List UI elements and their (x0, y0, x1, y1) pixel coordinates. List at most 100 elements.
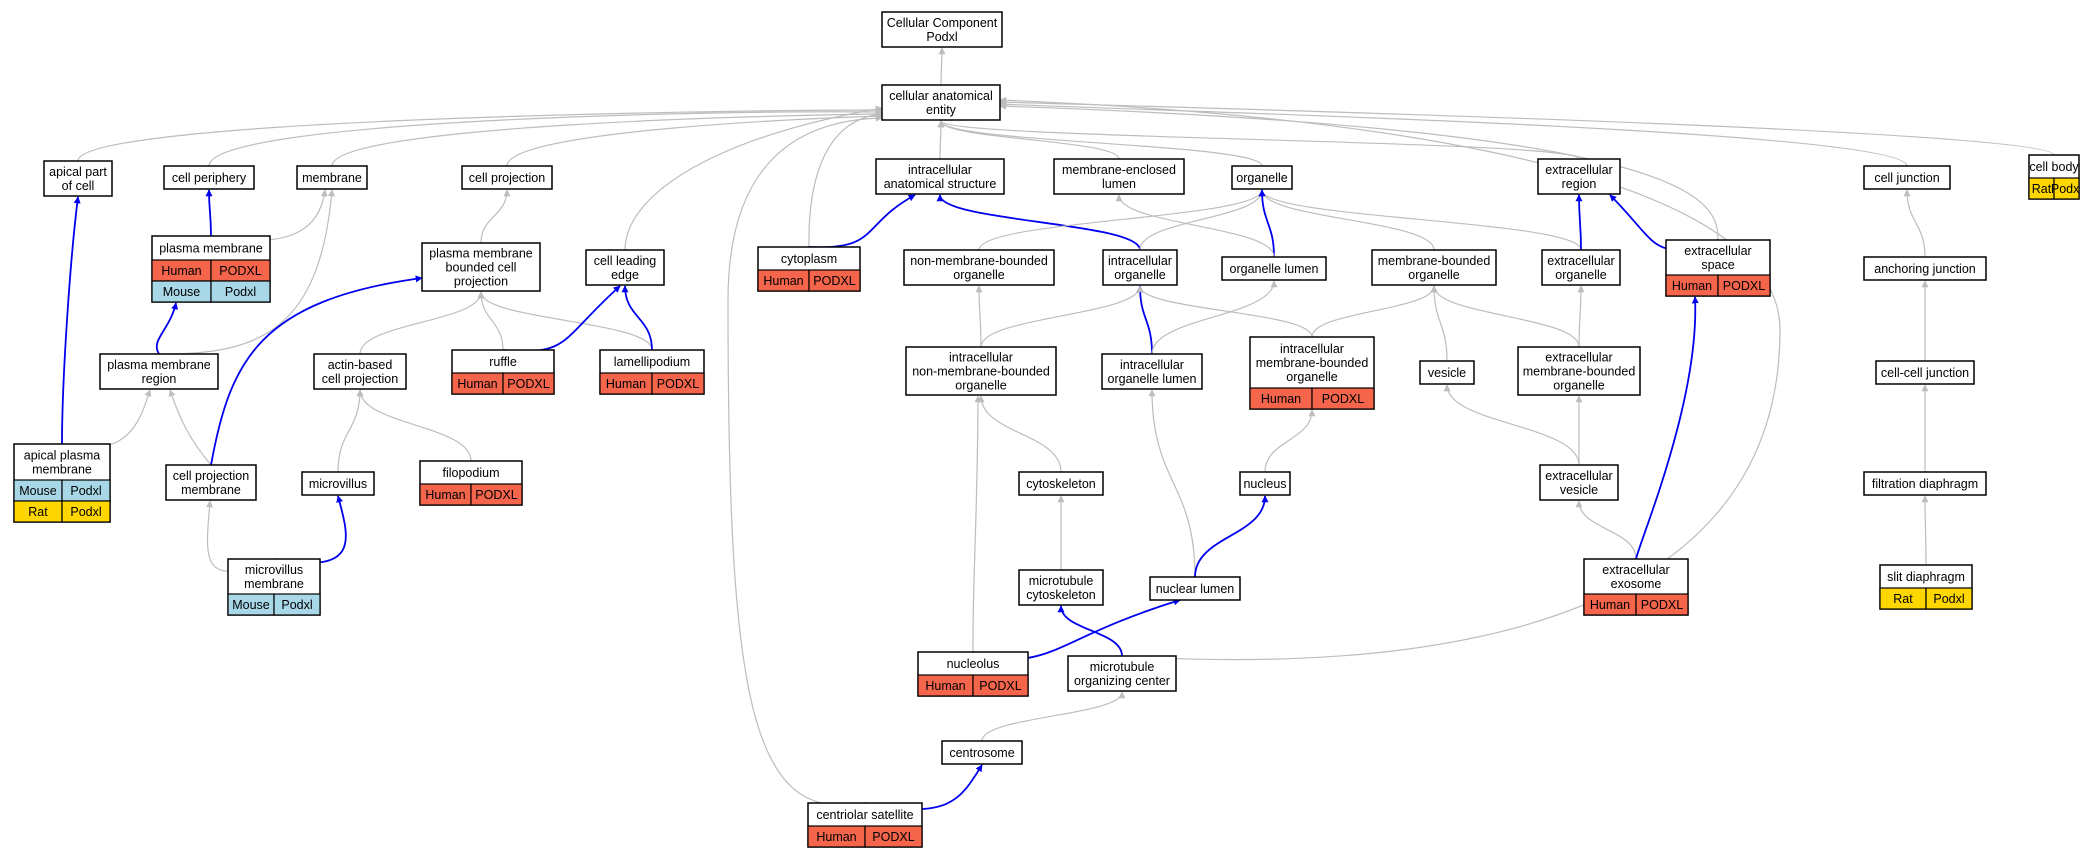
node-label: of cell (62, 179, 95, 193)
node-cytoskeleton[interactable]: cytoskeleton (1018, 471, 1104, 496)
node-box (1053, 158, 1185, 195)
node-box (1018, 471, 1104, 496)
node-anchoring-junction[interactable]: anchoring junction (1863, 256, 1987, 281)
node-box (1537, 158, 1621, 195)
edge-mtoc-to-mt-cytoskeleton (1057, 605, 1123, 657)
gray-edge (208, 108, 883, 167)
blue-edge (1136, 285, 1153, 355)
gray-edge (1921, 495, 1929, 566)
gray-edge (977, 395, 1062, 473)
node-label: non-membrane-bounded (910, 254, 1048, 268)
node-cell-cell-junction[interactable]: cell-cell junction (1875, 360, 1975, 385)
node-microvillus[interactable]: microvillus (301, 471, 375, 496)
node-ic-nmbo[interactable]: intracellularnon-membrane-boundedorganel… (905, 346, 1057, 396)
node-label: region (1562, 177, 1597, 191)
edge-organelle-lumen-to-organelle (1258, 189, 1275, 258)
edge-membrane-to-cae (331, 110, 883, 167)
gene-cell (1311, 387, 1375, 410)
node-organelle-lumen[interactable]: organelle lumen (1221, 256, 1327, 281)
blue-edge (1057, 605, 1123, 657)
node-ic-mbo[interactable]: intracellularmembrane-boundedorganelleHu… (1249, 336, 1375, 410)
node-label: cell junction (1874, 171, 1939, 185)
node-label: cytoskeleton (1026, 477, 1096, 491)
edge-actin-proj-to-pmbcp (359, 291, 485, 355)
node-nucleus[interactable]: nucleus (1239, 471, 1291, 496)
node-label: cell-cell junction (1881, 366, 1969, 380)
gray-edge (506, 112, 883, 167)
blue-edge (1258, 189, 1275, 258)
gray-edge (980, 285, 1144, 348)
gray-edge (77, 106, 883, 162)
node-box (1863, 471, 1987, 496)
node-label: exosome (1611, 577, 1662, 591)
node-cell-junction[interactable]: cell junction (1863, 165, 1951, 190)
edge-ec-mbo-to-mbo (1430, 285, 1580, 348)
edge-ic-organelle-lumen-to-organelle-lumen (1151, 280, 1278, 355)
node-cell-periphery[interactable]: cell periphery (163, 165, 255, 190)
node-cell-projection[interactable]: cell projection (461, 165, 553, 190)
node-label: extracellular (1602, 563, 1669, 577)
node-label: actin-based (328, 358, 393, 372)
node-label: non-membrane-bounded (912, 365, 1050, 379)
edge-ic-organelle-lumen-to-ic-organelle (1136, 285, 1153, 355)
node-label: anchoring junction (1874, 262, 1976, 276)
node-membrane[interactable]: membrane (296, 165, 368, 190)
node-organelle[interactable]: organelle (1231, 165, 1293, 190)
gray-edge (61, 389, 152, 449)
node-vesicle[interactable]: vesicle (1419, 360, 1475, 385)
edge-centriolar-satellite-to-cae (727, 114, 883, 807)
node-label: membrane-bounded (1256, 356, 1369, 370)
edge-cell-junction-to-cae (999, 100, 1908, 167)
node-box (99, 353, 219, 390)
node-centrosome[interactable]: centrosome (941, 740, 1023, 765)
node-filtration-diaphragm[interactable]: filtration diaphragm (1863, 471, 1987, 496)
node-nuclear-lumen[interactable]: nuclear lumen (1149, 576, 1241, 601)
edge-ec-exosome-to-ec-vesicle (1575, 500, 1637, 560)
node-label: microtubule (1090, 660, 1155, 674)
node-label: centrosome (949, 746, 1014, 760)
edge-cytoplasm-to-ias (808, 194, 916, 249)
node-box (881, 11, 1003, 48)
node-label: Podxl (926, 30, 957, 44)
node-label: cell projection (322, 372, 398, 386)
gray-edge (1139, 189, 1266, 251)
node-label: organelle (1236, 171, 1287, 185)
gray-edge (975, 285, 983, 348)
gene-cell (210, 280, 271, 303)
